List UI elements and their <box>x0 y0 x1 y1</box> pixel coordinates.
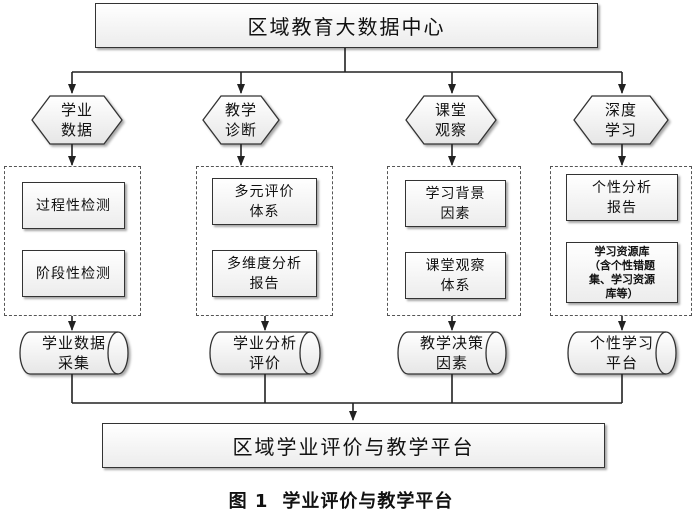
top-connectors <box>68 48 626 94</box>
hexagon-shape <box>573 95 669 145</box>
box-learning-resource-library: 学习资源库 （含个性错题 集、学习资源 库等） <box>566 242 678 303</box>
top-title: 区域教育大数据中心 <box>247 15 446 39</box>
figure-caption: 图 1 学业评价与教学平台 <box>0 487 696 513</box>
output-label-personal-platform: 个性学习 平台 <box>589 334 654 372</box>
hexagon-shape <box>31 95 123 145</box>
box-classroom-observation-system: 课堂观察 体系 <box>405 252 506 299</box>
frame-arrows <box>68 316 626 331</box>
bottom-connectors <box>71 374 623 421</box>
bottom-title: 区域学业评价与教学平台 <box>232 435 475 459</box>
header-label-deep-learning: 深度 学习 <box>604 101 637 139</box>
header-label-classroom-observation: 课堂 观察 <box>434 101 467 139</box>
bottom-platform-box: 区域学业评价与教学平台 <box>102 423 605 468</box>
output-label-data-collection: 学业数据 采集 <box>41 334 106 372</box>
box-learning-background: 学习背景 因素 <box>405 180 506 227</box>
output-cylinders <box>19 331 677 375</box>
box-multi-dimension-report: 多维度分析 报告 <box>212 250 317 297</box>
column-headers <box>31 95 669 145</box>
hexagon-shape <box>202 95 280 145</box>
header-arrows <box>68 144 626 166</box>
box-stage-testing: 阶段性检测 <box>22 250 125 297</box>
box-process-testing: 过程性检测 <box>22 182 125 229</box>
cylinder-shape <box>19 331 129 375</box>
top-data-center-box: 区域教育大数据中心 <box>95 3 598 48</box>
figure-label: 图 1 <box>228 491 269 512</box>
figure-caption-text: 学业评价与教学平台 <box>282 491 454 512</box>
box-personal-analysis-report: 个性分析 报告 <box>566 174 678 221</box>
cylinder-shape <box>397 331 507 375</box>
header-label-academic-data: 学业 数据 <box>60 101 93 139</box>
cylinder-shape <box>209 331 321 375</box>
output-label-analysis-evaluation: 学业分析 评价 <box>232 334 297 372</box>
header-label-teaching-diagnosis: 教学 诊断 <box>224 101 257 139</box>
cylinder-shape <box>567 331 677 375</box>
box-multi-evaluation-system: 多元评价 体系 <box>212 178 317 225</box>
output-label-decision-factors: 教学决策 因素 <box>419 334 484 372</box>
hexagon-shape <box>405 95 497 145</box>
